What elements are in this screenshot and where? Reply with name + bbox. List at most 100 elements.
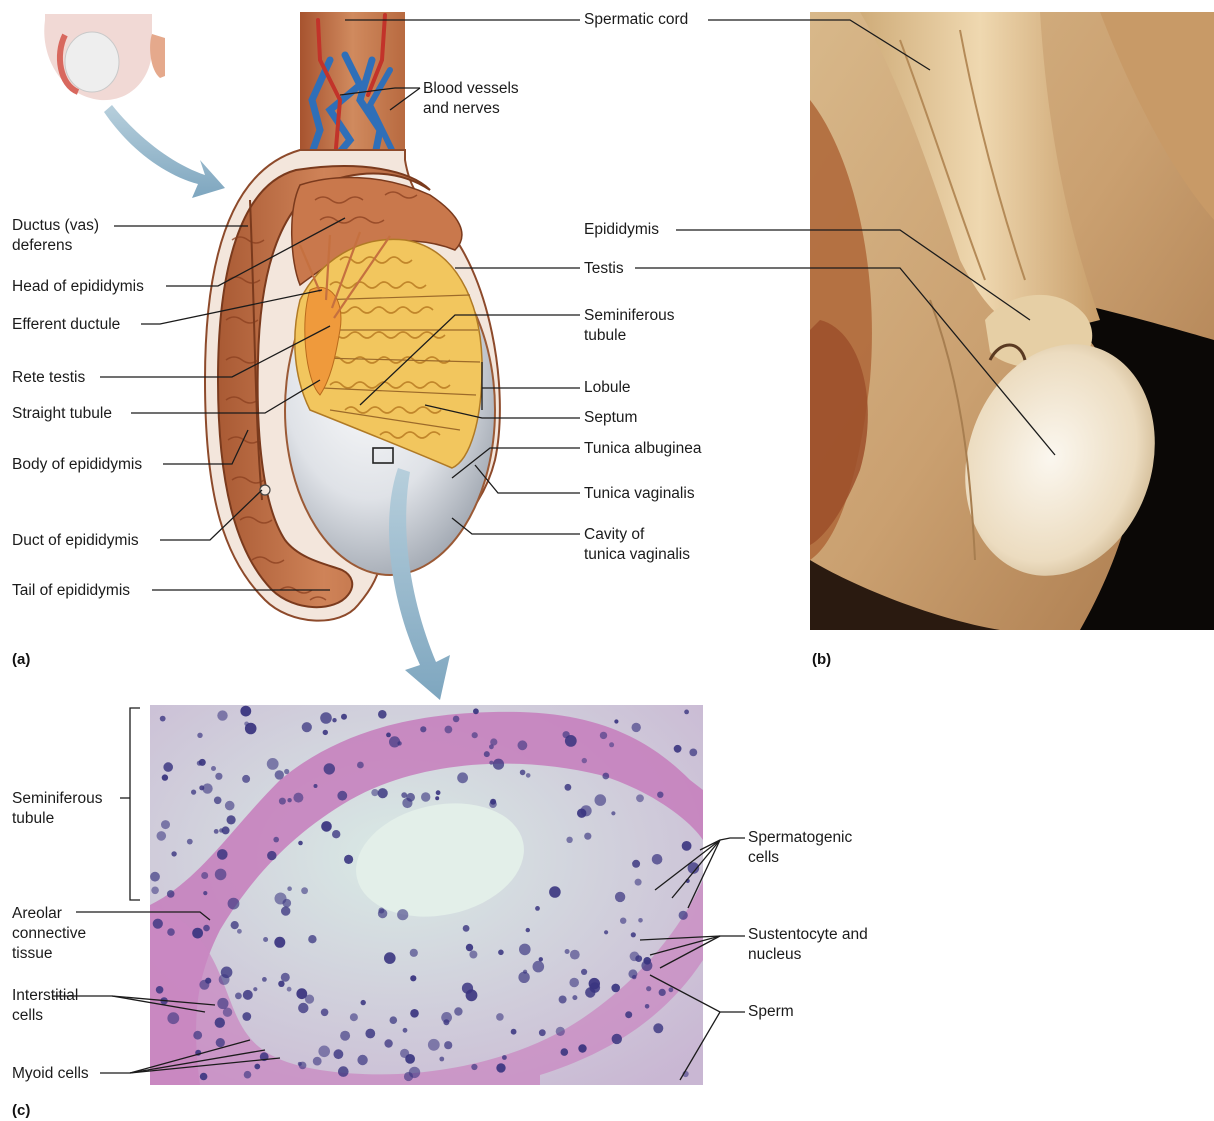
cell-nucleus [242, 1012, 251, 1021]
cell-nucleus [217, 849, 228, 860]
cell-nucleus [565, 949, 570, 954]
cell-nucleus [471, 1064, 477, 1070]
cell-nucleus [321, 1009, 329, 1017]
label-septum: Septum [584, 408, 637, 428]
cell-nucleus [216, 1038, 225, 1047]
label-cavity-of-tunica-vaginalis: Cavity of tunica vaginalis [584, 525, 690, 565]
cell-nucleus [318, 1046, 330, 1058]
cell-nucleus [160, 716, 166, 722]
cell-nucleus [211, 766, 216, 771]
cell-nucleus [584, 833, 591, 840]
cell-nucleus [254, 1064, 260, 1070]
cell-nucleus [298, 841, 303, 846]
cell-nucleus [240, 706, 251, 717]
cell-nucleus [439, 1057, 444, 1062]
cell-nucleus [296, 988, 307, 999]
micrograph-panel-c [150, 705, 703, 1085]
cell-nucleus [337, 791, 347, 801]
cell-nucleus [409, 1067, 420, 1078]
cell-nucleus [378, 710, 387, 719]
cell-nucleus [611, 811, 615, 815]
cell-nucleus [278, 981, 284, 987]
cell-nucleus [365, 1029, 375, 1039]
cell-nucleus [171, 851, 176, 856]
cell-nucleus [384, 1039, 392, 1047]
cell-nucleus [243, 990, 253, 1000]
cell-nucleus [167, 890, 175, 898]
cell-nucleus [284, 769, 289, 774]
cell-nucleus [217, 998, 228, 1009]
cell-nucleus [273, 837, 279, 843]
cell-nucleus [609, 742, 614, 747]
cell-nucleus [682, 841, 692, 851]
cell-nucleus [589, 978, 600, 989]
cell-nucleus [357, 762, 364, 769]
cell-nucleus [569, 978, 579, 988]
cell-nucleus [679, 911, 688, 920]
cell-nucleus [267, 758, 279, 770]
cell-nucleus [636, 794, 644, 802]
cell-nucleus [556, 1027, 565, 1036]
cell-nucleus [222, 826, 230, 834]
cell-nucleus [215, 869, 227, 881]
cell-nucleus [274, 937, 285, 948]
cell-nucleus [489, 744, 494, 749]
cell-nucleus [493, 759, 504, 770]
cell-nucleus [421, 792, 430, 801]
cell-nucleus [473, 708, 479, 714]
cell-nucleus [386, 733, 391, 738]
cell-nucleus [420, 726, 426, 732]
cell-nucleus [313, 1057, 322, 1066]
cell-nucleus [519, 944, 531, 956]
cell-nucleus [334, 1049, 344, 1059]
cell-nucleus [614, 719, 618, 723]
label-tunica-albuginea: Tunica albuginea [584, 439, 701, 459]
cell-nucleus [410, 975, 416, 981]
cell-nucleus [225, 801, 235, 811]
cell-nucleus [197, 761, 202, 766]
cell-nucleus [153, 919, 163, 929]
cell-nucleus [151, 887, 159, 895]
cell-nucleus [231, 921, 239, 929]
cell-nucleus [302, 722, 312, 732]
cell-nucleus [645, 1004, 650, 1009]
cell-nucleus [653, 1023, 663, 1033]
cell-nucleus [657, 792, 663, 798]
inset-scrotum [44, 14, 165, 100]
cell-nucleus [157, 831, 167, 841]
cell-nucleus [410, 1009, 419, 1018]
cell-nucleus [526, 928, 530, 932]
cell-nucleus [378, 908, 384, 914]
cell-nucleus [602, 773, 609, 780]
cell-nucleus [631, 932, 636, 937]
cell-nucleus [299, 1062, 307, 1070]
cell-nucleus [214, 797, 222, 805]
label-ductus-vas-deferens: Ductus (vas) deferens [12, 216, 99, 256]
cell-nucleus [287, 987, 292, 992]
label-tunica-vaginalis: Tunica vaginalis [584, 484, 695, 504]
cell-nucleus [669, 987, 674, 992]
cell-nucleus [565, 735, 577, 747]
cell-nucleus [466, 944, 473, 951]
cell-nucleus [611, 984, 620, 993]
cell-nucleus [244, 1071, 252, 1079]
cell-nucleus [384, 952, 396, 964]
cell-nucleus [570, 950, 580, 960]
cell-nucleus [518, 740, 528, 750]
cell-nucleus [237, 929, 242, 934]
cell-nucleus [253, 987, 257, 991]
cell-nucleus [581, 805, 592, 816]
cell-nucleus [559, 996, 567, 1004]
label-epididymis: Epididymis [584, 220, 659, 240]
cell-nucleus [341, 714, 347, 720]
cell-nucleus [371, 789, 378, 796]
cell-nucleus [443, 1019, 449, 1025]
cell-nucleus [217, 710, 227, 720]
label-blood-vessels-and-nerves: Blood vessels and nerves [423, 79, 519, 119]
cell-nucleus [202, 783, 212, 793]
cell-nucleus [435, 796, 439, 800]
cell-nucleus [357, 1055, 367, 1065]
label-testis: Testis [584, 259, 624, 279]
cell-nucleus [612, 1034, 622, 1044]
cell-nucleus [215, 773, 222, 780]
